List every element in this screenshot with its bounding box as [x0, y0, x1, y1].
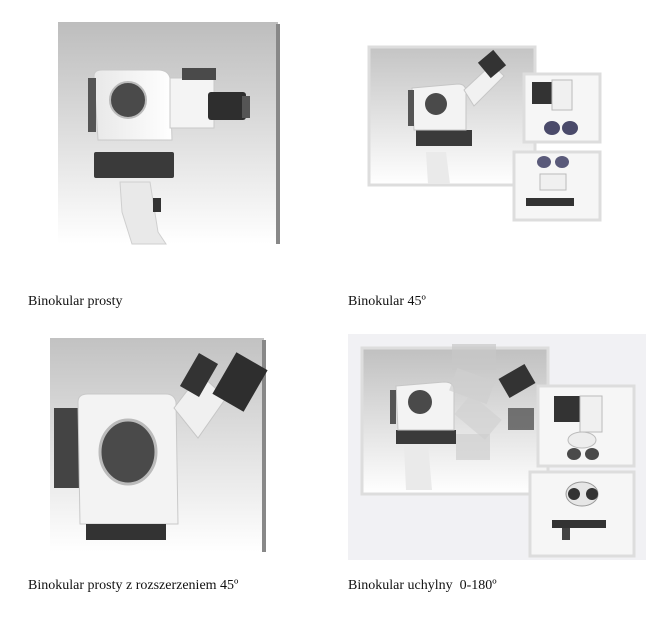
caption-binokular-45: Binokular 45º	[348, 294, 426, 309]
microscope-tilting-binocular-image	[348, 334, 646, 560]
microscope-45-binocular-image	[367, 45, 602, 222]
figure-binokular-45	[366, 44, 606, 224]
microscope-straight-extension-image	[50, 338, 268, 552]
microscope-straight-binocular-image	[58, 22, 280, 245]
caption-binokular-prosty-rozszerzenie: Binokular prosty z rozszerzeniem 45º	[28, 578, 239, 593]
figure-binokular-uchylny	[348, 334, 646, 562]
figure-binokular-prosty-rozszerzenie	[50, 338, 268, 554]
figure-binokular-prosty	[58, 22, 282, 246]
caption-binokular-uchylny: Binokular uchylny 0-180º	[348, 578, 497, 593]
caption-binokular-prosty: Binokular prosty	[28, 294, 123, 309]
